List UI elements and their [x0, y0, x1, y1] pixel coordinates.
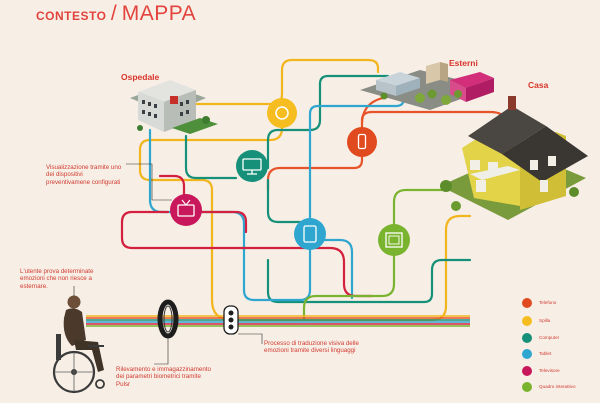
outdoors-buildings	[360, 62, 494, 110]
tablet-icon	[303, 225, 317, 243]
legend-dot-phone-icon	[522, 298, 532, 308]
legend-dot-tablet-icon	[522, 349, 532, 359]
route-line-teal	[184, 74, 472, 304]
legend-label-interactive-frame: Quadro interattivo	[539, 384, 576, 389]
processing-unit-icon	[223, 305, 239, 335]
hospital-building	[130, 80, 218, 134]
phone-icon	[357, 133, 367, 150]
legend-label-television: Televisore	[539, 368, 560, 373]
route-lines	[120, 58, 507, 322]
television-icon	[177, 199, 195, 217]
device-node-pin	[267, 98, 297, 128]
route-line-red	[120, 174, 374, 298]
interactive-frame-icon	[385, 232, 403, 248]
home-building	[440, 96, 588, 220]
pin-badge-icon	[275, 106, 289, 120]
data-stream	[86, 315, 470, 327]
title-separator: /	[110, 2, 118, 25]
title-map: MAPPA	[121, 2, 197, 25]
computer-icon	[242, 158, 262, 175]
title-context: CONTESTO	[36, 9, 107, 23]
legend-label-tablet: Tablet	[539, 351, 552, 356]
device-node-computer	[236, 150, 268, 182]
detection-note: Rilevamento e immagazzinamento dei param…	[116, 366, 211, 388]
legend-dots	[522, 298, 532, 392]
route-line-green	[302, 188, 472, 322]
callout-leaders	[73, 163, 263, 365]
legend-dot-interactive-frame-icon	[522, 382, 532, 392]
legend-label-pin: Spilla	[539, 318, 551, 323]
device-node-interactive-frame	[378, 224, 410, 256]
device-node-tablet	[294, 218, 326, 250]
elderly-user-figure	[52, 295, 105, 394]
route-line-blue	[148, 96, 406, 302]
pulsr-bracelet-icon	[157, 299, 179, 339]
home-label: Casa	[528, 80, 549, 90]
legend-label-computer: Computer	[539, 335, 560, 340]
legend-dot-pin-badge-icon	[522, 316, 532, 326]
legend-dot-television-icon	[522, 366, 532, 376]
user-emotion-note: L'utente prova determinate emozioni che …	[20, 268, 94, 290]
device-node-television	[170, 194, 202, 226]
page-title: CONTESTO / MAPPA	[36, 2, 196, 26]
hospital-label: Ospedale	[121, 72, 160, 82]
legend-label-phone: Telefono	[539, 300, 557, 305]
process-note: Processo di traduzione visiva delle emoz…	[264, 340, 359, 355]
device-node-phone	[347, 127, 377, 157]
outdoors-label: Esterni	[449, 58, 478, 68]
visualization-note: Visualizzazione tramite uno dei disposit…	[46, 164, 122, 186]
legend-dot-computer-icon	[522, 333, 532, 343]
